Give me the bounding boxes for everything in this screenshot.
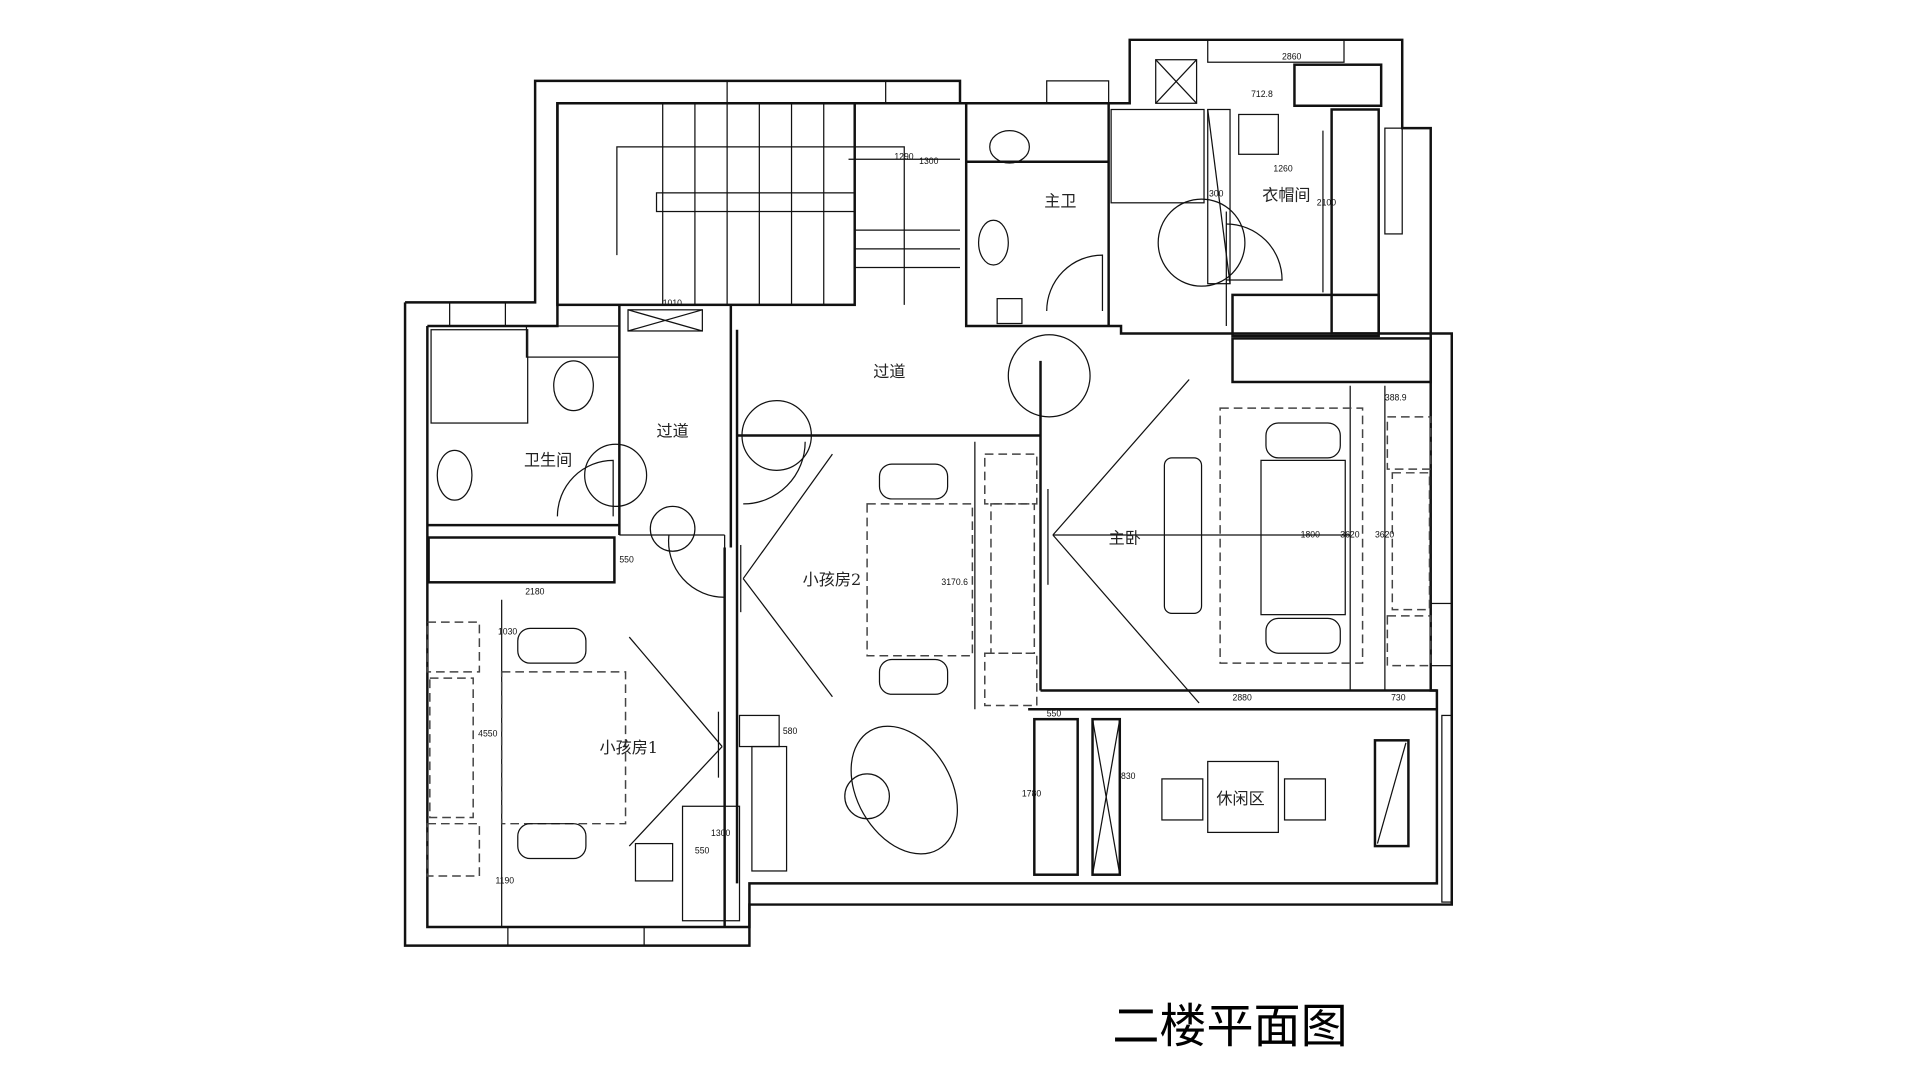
dim-label: 3620: [1340, 529, 1359, 539]
left-corridor: [619, 304, 812, 598]
cloakroom: [1207, 63, 1432, 384]
drawing-title: 二楼平面图: [1112, 1000, 1347, 1055]
dim-label: 1010: [663, 298, 682, 308]
dim-label: 2180: [525, 587, 544, 597]
dim-label: 2100: [1317, 197, 1336, 207]
room-label-cloakroom: 衣帽间: [1262, 185, 1310, 204]
room-label-corridor-main: 过道: [873, 362, 905, 381]
dim-label: 550: [695, 846, 710, 856]
dim-label: 300: [1209, 189, 1224, 199]
dim-label: 1190: [495, 875, 514, 885]
master-bedroom: [1007, 334, 1437, 704]
lounge: [1028, 707, 1437, 876]
kids-room-1: [426, 536, 741, 927]
dim-label: 712.8: [1251, 89, 1273, 99]
room-label-corridor-left: 过道: [657, 422, 689, 441]
dim-label: 580: [783, 726, 798, 736]
dim-label: 550: [1047, 709, 1062, 719]
master-bath: [966, 59, 1246, 326]
dim-label: 1260: [1273, 164, 1292, 174]
dim-label: 3170.6: [941, 577, 968, 587]
kids-room-2: [735, 329, 1042, 884]
dim-label: 730: [1391, 692, 1406, 702]
dim-label: 830: [1121, 771, 1136, 781]
dim-label: 3620: [1375, 529, 1394, 539]
dim-label: 1300: [711, 828, 730, 838]
dim-label: 550: [619, 554, 634, 564]
staircase: [556, 102, 960, 307]
dim-label: 1290: [894, 151, 913, 161]
dim-label: 4550: [478, 729, 497, 739]
room-label-kids-room-2: 小孩房2: [803, 570, 862, 589]
dim-label: 388.9: [1385, 393, 1407, 403]
dim-label: 2880: [1233, 692, 1252, 702]
room-label-master-bath: 主卫: [1044, 192, 1076, 211]
dim-label: 1300: [919, 156, 938, 166]
dim-label: 1030: [498, 627, 517, 637]
room-label-bathroom: 卫生间: [524, 450, 572, 469]
dim-label: 1800: [1301, 529, 1320, 539]
bathroom: [427, 304, 648, 536]
dim-label: 1780: [1022, 788, 1041, 798]
room-label-master-bedroom: 主卧: [1109, 529, 1141, 548]
dim-label: 2860: [1282, 52, 1301, 62]
room-label-kids-room-1: 小孩房1: [600, 738, 659, 757]
dimension-labels: 2860 712.8 1260 2100 300 1290 1300 1010 …: [478, 52, 1407, 886]
room-label-lounge: 休闲区: [1216, 789, 1264, 808]
